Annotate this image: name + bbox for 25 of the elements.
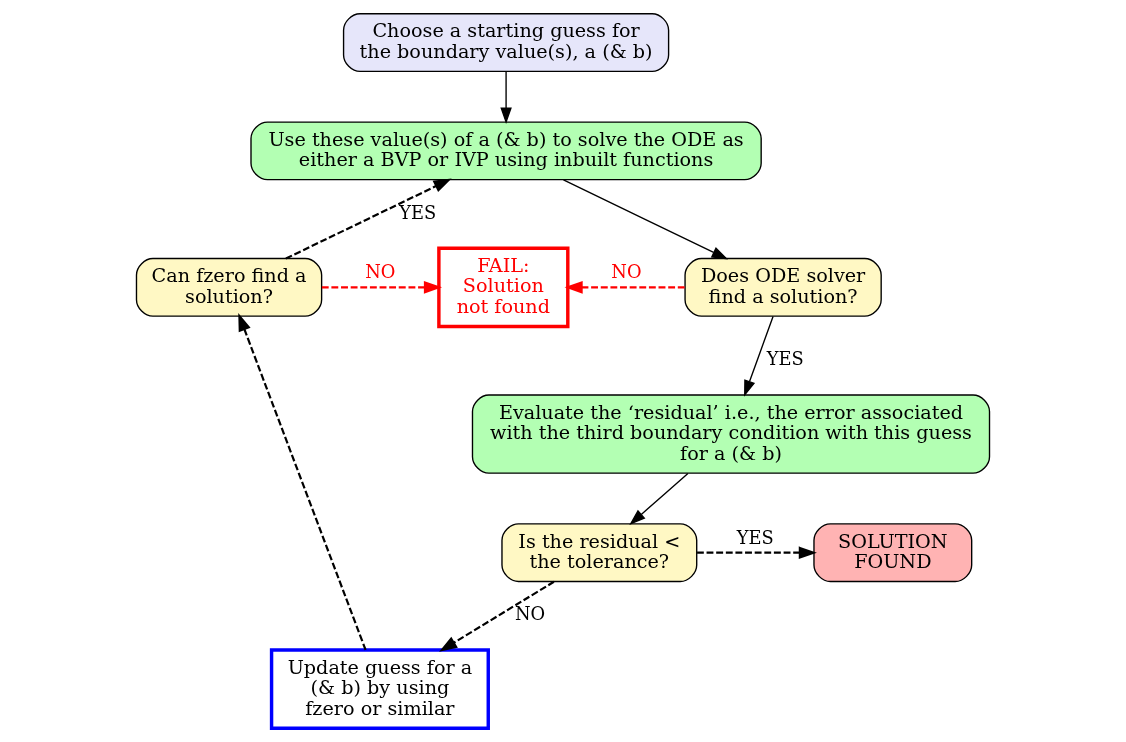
node-box: Can fzero find a solution? (135, 257, 323, 317)
arrow (562, 179, 729, 260)
edge-label: NO (365, 261, 396, 283)
node-box: SOLUTION FOUND (813, 523, 973, 583)
edge-label: YES (399, 201, 437, 223)
arrow (744, 315, 774, 397)
node-box: Does ODE solver find a solution? (684, 257, 882, 317)
arrow (629, 472, 689, 525)
edge-label: NO (611, 261, 642, 283)
arrow (285, 178, 452, 260)
node-box: Update guess for a (& b) by using fzero or similar (269, 648, 490, 730)
arrow (697, 546, 817, 560)
arrow (500, 70, 512, 125)
edge-label: YES (736, 526, 774, 548)
arrow (238, 313, 367, 651)
node-box: Is the residual < the tolerance? (501, 523, 698, 583)
node-box: Use these value(s) of a (& b) to solve the ODE as either a BVP or IVP using inbuilt functions (250, 121, 762, 181)
arrow (321, 281, 442, 294)
arrow (439, 580, 555, 652)
node-box: Evaluate the ‘residual’ i.e., the error associated with the third boundary condition with this guess for a (& b) (471, 394, 991, 474)
edge-label: NO (514, 603, 546, 625)
node-box: FAIL: Solution not found (437, 246, 570, 329)
edge-label: YES (766, 348, 804, 370)
node-box: Choose a starting guess for the boundary value(s), a (& b) (342, 13, 670, 73)
arrow (564, 281, 685, 294)
